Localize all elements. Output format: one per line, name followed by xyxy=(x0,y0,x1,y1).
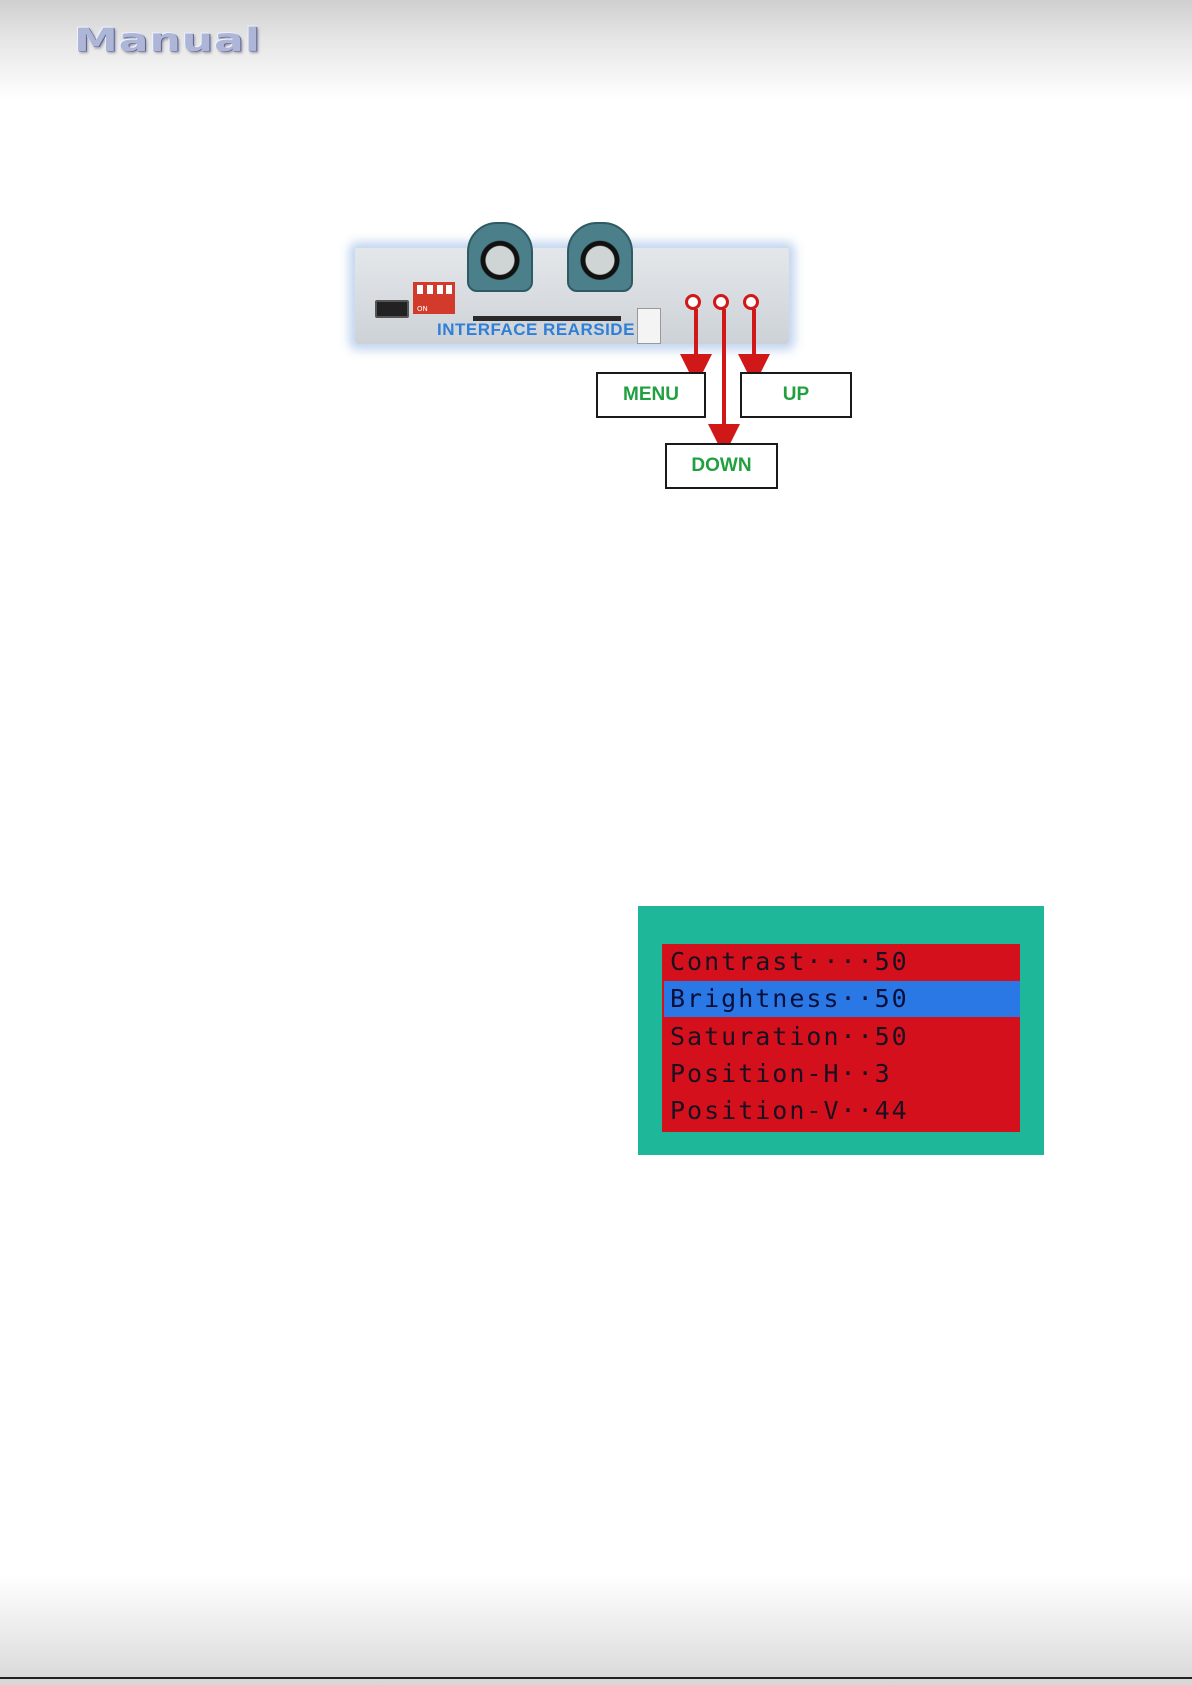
osd-row-position-v: Position-V··44 xyxy=(664,1093,1020,1129)
interface-rearside-photo: ON INTERFACE REARSIDE xyxy=(355,248,789,344)
usb-port-icon xyxy=(375,300,409,318)
header-band: Manual xyxy=(0,0,1192,100)
device-label: INTERFACE REARSIDE xyxy=(437,320,635,340)
menu-button-dot xyxy=(685,294,701,310)
menu-callout: MENU xyxy=(596,372,706,418)
dip-switch-icon: ON xyxy=(413,282,455,314)
page-title: Manual xyxy=(74,22,261,59)
connector-icon xyxy=(567,222,633,292)
footer-rule xyxy=(0,1677,1192,1679)
serial-sticker xyxy=(637,308,661,344)
osd-row-position-h: Position-H··3 xyxy=(664,1056,1020,1092)
osd-row-contrast: Contrast····50 xyxy=(664,944,1020,980)
osd-row-saturation: Saturation··50 xyxy=(664,1019,1020,1055)
osd-row-brightness: Brightness··50 xyxy=(664,981,1020,1017)
osd-menu-photo: Contrast····50 Brightness··50 Saturation… xyxy=(638,906,1044,1155)
up-callout: UP xyxy=(740,372,852,418)
connector-icon xyxy=(467,222,533,292)
down-callout: DOWN xyxy=(665,443,778,489)
footer-band xyxy=(0,1575,1192,1685)
up-button-dot xyxy=(743,294,759,310)
dip-switch-caption: ON xyxy=(417,305,428,313)
down-button-dot xyxy=(713,294,729,310)
